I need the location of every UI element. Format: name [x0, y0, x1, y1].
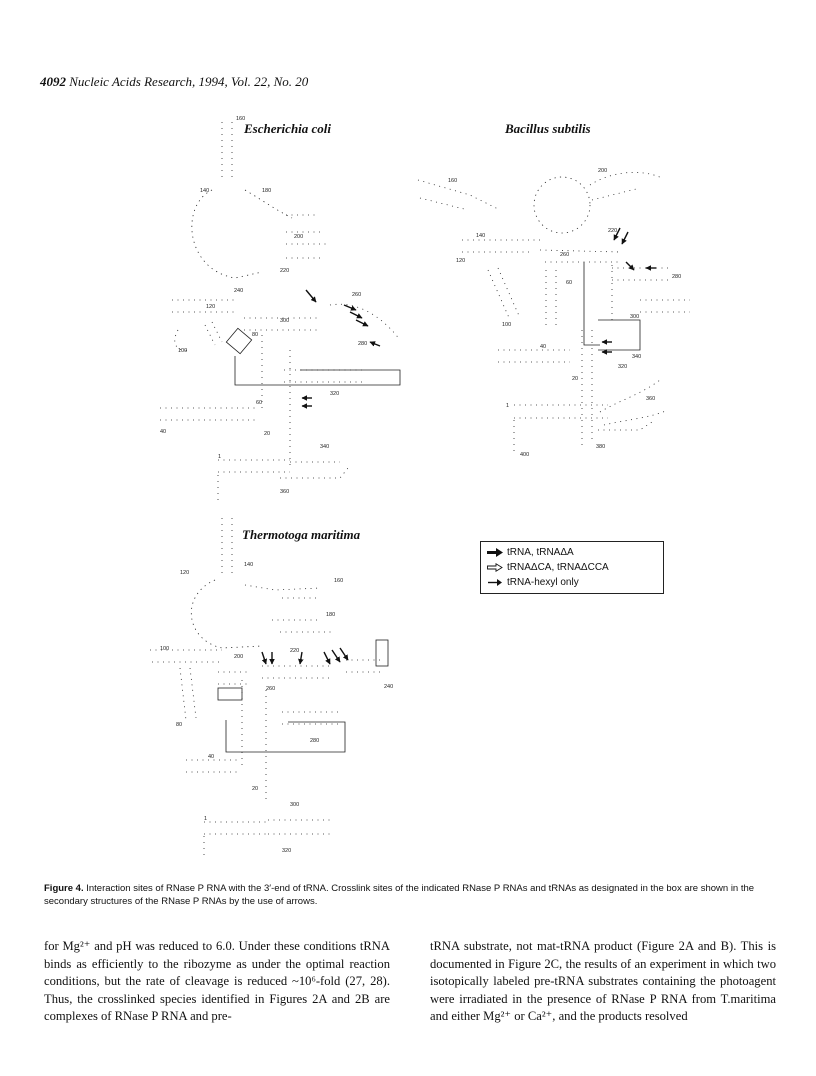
- page-number: 4092: [40, 74, 66, 89]
- svg-text:260: 260: [352, 292, 361, 298]
- svg-text:160: 160: [334, 578, 343, 584]
- figure-caption-text: Interaction sites of RNase P RNA with th…: [44, 883, 755, 907]
- crosslink-legend: tRNA, tRNAΔA tRNAΔCA, tRNAΔCCA tRNA-hexy…: [480, 541, 664, 594]
- svg-text:260: 260: [266, 686, 275, 692]
- thin-arrow-icon: [488, 579, 502, 586]
- solid-arrow-icon: [487, 548, 503, 557]
- svg-text:200: 200: [598, 168, 607, 174]
- rna-secondary-structures: 160 140 180 200 220 240 120 260 100 80 3…: [150, 116, 690, 860]
- ecoli-structure: [160, 122, 401, 505]
- svg-text:1: 1: [218, 454, 221, 460]
- legend-item-tRNA: tRNA, tRNAΔA: [487, 545, 657, 560]
- svg-text:160: 160: [236, 116, 245, 122]
- svg-text:180: 180: [262, 188, 271, 194]
- svg-text:20: 20: [264, 431, 270, 437]
- tmaritima-structure: [150, 518, 389, 860]
- svg-text:40: 40: [160, 429, 166, 435]
- svg-text:1: 1: [506, 403, 509, 409]
- svg-text:160: 160: [448, 178, 457, 184]
- svg-text:220: 220: [280, 268, 289, 274]
- svg-text:400: 400: [520, 452, 529, 458]
- journal-citation: Nucleic Acids Research, 1994, Vol. 22, N…: [69, 74, 309, 89]
- svg-text:300: 300: [290, 802, 299, 808]
- svg-text:140: 140: [200, 188, 209, 194]
- svg-text:120: 120: [456, 258, 465, 264]
- svg-text:80: 80: [176, 722, 182, 728]
- svg-text:220: 220: [608, 228, 617, 234]
- svg-text:360: 360: [646, 396, 655, 402]
- svg-text:20: 20: [572, 376, 578, 382]
- svg-text:320: 320: [618, 364, 627, 370]
- svg-text:100: 100: [178, 348, 187, 354]
- svg-text:120: 120: [206, 304, 215, 310]
- svg-text:320: 320: [330, 391, 339, 397]
- svg-text:60: 60: [566, 280, 572, 286]
- svg-text:240: 240: [234, 288, 243, 294]
- species-label-bsubtilis: Bacillus subtilis: [505, 121, 591, 136]
- svg-text:200: 200: [234, 654, 243, 660]
- ecoli-position-numbers: 160 140 180 200 220 240 120 260 100 80 3…: [160, 116, 367, 495]
- svg-text:60: 60: [256, 400, 262, 406]
- svg-text:280: 280: [358, 341, 367, 347]
- running-header: 4092 Nucleic Acids Research, 1994, Vol. …: [40, 74, 308, 90]
- svg-text:1: 1: [204, 816, 207, 822]
- svg-text:240: 240: [384, 684, 393, 690]
- bsubtilis-structure: [417, 172, 690, 455]
- bsubtilis-position-numbers: 160 200 140 220 120 260 280 100 60 300 4…: [448, 168, 681, 458]
- svg-text:120: 120: [180, 570, 189, 576]
- svg-text:100: 100: [160, 646, 169, 652]
- figure-caption: Figure 4. Interaction sites of RNase P R…: [44, 882, 774, 908]
- svg-text:140: 140: [476, 233, 485, 239]
- svg-text:380: 380: [596, 444, 605, 450]
- open-arrow-icon: [487, 563, 503, 572]
- species-label-ecoli: Escherichia coli: [244, 121, 332, 136]
- svg-text:360: 360: [280, 489, 289, 495]
- svg-text:320: 320: [282, 848, 291, 854]
- svg-text:200: 200: [294, 234, 303, 240]
- svg-text:340: 340: [632, 354, 641, 360]
- svg-text:20: 20: [252, 786, 258, 792]
- svg-text:180: 180: [326, 612, 335, 618]
- body-text-left-column: for Mg²⁺ and pH was reduced to 6.0. Unde…: [44, 939, 390, 1024]
- svg-text:40: 40: [208, 754, 214, 760]
- svg-text:140: 140: [244, 562, 253, 568]
- body-text-right-column: tRNA substrate, not mat-tRNA product (Fi…: [430, 939, 776, 1024]
- legend-item-tRNA-deltaCA: tRNAΔCA, tRNAΔCCA: [487, 560, 657, 575]
- species-label-tmaritima: Thermotoga maritima: [242, 527, 361, 542]
- svg-text:340: 340: [320, 444, 329, 450]
- svg-text:100: 100: [502, 322, 511, 328]
- svg-text:280: 280: [310, 738, 319, 744]
- figure-caption-label: Figure 4.: [44, 883, 84, 894]
- tmaritima-position-numbers: 140 120 160 180 100 220 200 240 260 80 2…: [160, 562, 393, 854]
- svg-text:260: 260: [560, 252, 569, 258]
- svg-text:80: 80: [252, 332, 258, 338]
- svg-text:40: 40: [540, 344, 546, 350]
- svg-text:300: 300: [630, 314, 639, 320]
- svg-text:280: 280: [672, 274, 681, 280]
- legend-item-tRNA-hexyl: tRNA-hexyl only: [487, 575, 657, 590]
- svg-text:300: 300: [280, 318, 289, 324]
- svg-text:220: 220: [290, 648, 299, 654]
